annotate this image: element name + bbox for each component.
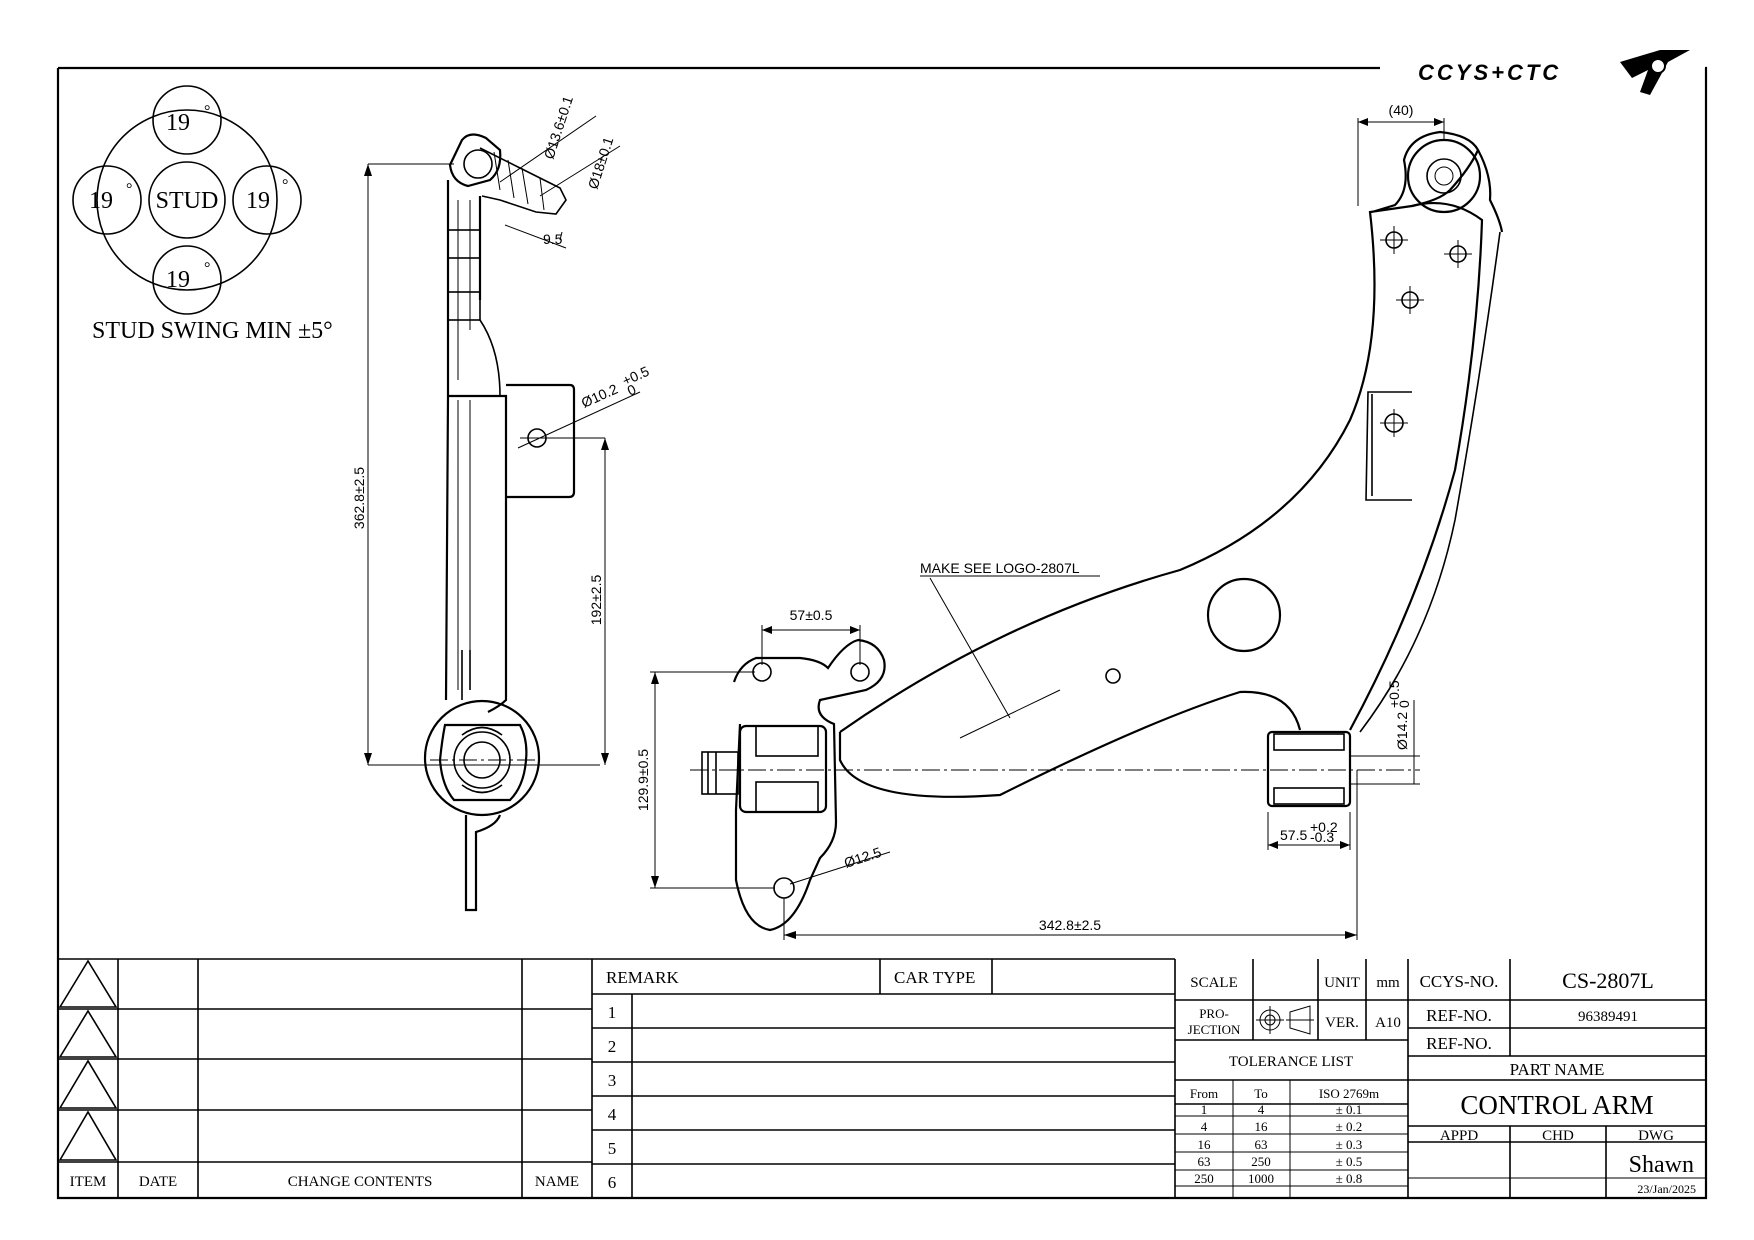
side-view <box>423 133 576 912</box>
stud-angle-bottom: 19 <box>166 267 190 293</box>
rev-header-name: NAME <box>535 1174 579 1190</box>
stud-angle-right: 19 <box>246 188 270 214</box>
dim-ball-stud-dia-1: Ø13.6±0.1 <box>541 94 576 161</box>
unit-value: mm <box>1376 975 1400 991</box>
sheet-border <box>56 66 1708 1200</box>
revision-triangle-icon <box>58 959 118 1161</box>
dim-rear-bush-dia: Ø14.2 <box>1394 712 1410 750</box>
dim-rear-bush-length: 57.5 <box>1280 827 1307 843</box>
dim-hole-dia-side: Ø10.2 <box>579 381 621 411</box>
tolerance-row-2-iso: ± 0.2 <box>1336 1119 1363 1134</box>
ref-no-value-1: 96389491 <box>1578 1009 1638 1025</box>
third-angle-projection-icon <box>1256 1005 1314 1035</box>
appd-label: APPD <box>1440 1128 1479 1144</box>
ver-value: A10 <box>1375 1015 1401 1031</box>
tolerance-row-4-to: 250 <box>1251 1154 1271 1169</box>
tolerance-header-from: From <box>1190 1086 1218 1101</box>
title-block: CCYS-NO. CS-2807L REF-NO. 96389491 REF-N… <box>1408 959 1706 1198</box>
projection-label-line2: JECTION <box>1188 1022 1241 1037</box>
rev-header-item: ITEM <box>70 1174 107 1190</box>
stud-swing-caption: STUD SWING MIN ±5° <box>92 318 333 344</box>
ccys-no-value: CS-2807L <box>1562 968 1654 993</box>
tolerance-title: TOLERANCE LIST <box>1229 1054 1353 1070</box>
drawn-by: Shawn <box>1629 1152 1694 1178</box>
stud-center-label: STUD <box>156 188 219 214</box>
tolerance-row-1-to: 4 <box>1258 1102 1265 1117</box>
remark-row-5: 5 <box>608 1139 617 1158</box>
degree-mark-left: ° <box>126 181 132 198</box>
unit-label: UNIT <box>1324 975 1360 991</box>
remark-row-2: 2 <box>608 1037 617 1056</box>
projection-label-line1: PRO- <box>1199 1006 1229 1021</box>
tolerance-row-5-from: 250 <box>1194 1171 1214 1186</box>
ref-no-label-2: REF-NO. <box>1426 1034 1492 1053</box>
tolerance-header-to: To <box>1254 1086 1268 1101</box>
dim-rear-bush-tol-upper: +0.2 <box>1310 819 1338 835</box>
remark-row-1: 1 <box>608 1003 617 1022</box>
tolerance-row-1-from: 1 <box>1201 1102 1208 1117</box>
stud-angle-left: 19 <box>89 188 113 214</box>
dim-rear-bush-dia-tol-lower: 0 <box>1396 700 1412 708</box>
revision-table: ITEM DATE CHANGE CONTENTS NAME <box>58 958 593 1198</box>
remark-label: REMARK <box>606 968 679 987</box>
ver-label: VER. <box>1325 1015 1359 1031</box>
degree-mark-top: ° <box>204 103 210 120</box>
tolerance-row-5-iso: ± 0.8 <box>1336 1171 1363 1186</box>
logo-text: CCYS+CTC <box>1418 60 1561 85</box>
tolerance-row-3-from: 16 <box>1198 1137 1212 1152</box>
tolerance-row-2-to: 16 <box>1255 1119 1269 1134</box>
part-name-label: PART NAME <box>1510 1060 1605 1079</box>
dim-rear-bush-tol-lower: -0.3 <box>1310 829 1334 845</box>
tolerance-row-2-from: 4 <box>1201 1119 1208 1134</box>
dim-bracket-width: 57±0.5 <box>790 607 833 623</box>
tolerance-header-iso: ISO 2769m <box>1319 1086 1379 1101</box>
dim-ref-40: (40) <box>1389 102 1414 118</box>
dim-bracket-hole: Ø12.5 <box>842 844 883 871</box>
car-type-label: CAR TYPE <box>894 968 975 987</box>
ccys-no-label: CCYS-NO. <box>1420 972 1499 991</box>
dim-bracket-height: 129.9±0.5 <box>635 749 651 811</box>
tolerance-row-4-iso: ± 0.5 <box>1336 1154 1363 1169</box>
stud-swing-diagram: STUD 19 19 19 19 ° ° ° ° STUD SWING MIN … <box>72 85 333 344</box>
tolerance-row-1-iso: ± 0.1 <box>1336 1102 1363 1117</box>
note-logo: MAKE SEE LOGO-2807L <box>920 560 1080 576</box>
plan-view: MAKE SEE LOGO-2807L <box>690 130 1504 932</box>
remark-row-4: 4 <box>608 1105 617 1124</box>
dwg-label: DWG <box>1638 1128 1674 1144</box>
company-logo: CCYS+CTC <box>1418 50 1690 95</box>
dim-stud-length: 9.5 <box>543 231 563 247</box>
side-view-dimensions: 362.8±2.5 192±2.5 Ø13.6±0.1 Ø18±0.1 9.5 … <box>351 94 652 766</box>
ref-no-label-1: REF-NO. <box>1426 1006 1492 1025</box>
dim-overall-length: 342.8±2.5 <box>1039 917 1101 933</box>
dim-rear-bush-dia-tol-upper: +0.5 <box>1386 680 1402 708</box>
tolerance-row-4-from: 63 <box>1198 1154 1211 1169</box>
remark-table: REMARK CAR TYPE 1 2 3 4 5 6 <box>592 958 1175 1198</box>
remark-row-6: 6 <box>608 1173 617 1192</box>
drawing-date: 23/Jan/2025 <box>1637 1182 1696 1196</box>
tolerance-row-3-to: 63 <box>1255 1137 1268 1152</box>
scale-label: SCALE <box>1190 975 1238 991</box>
tolerance-row-5-to: 1000 <box>1248 1171 1274 1186</box>
dim-lower-height: 192±2.5 <box>588 575 604 626</box>
part-name-value: CONTROL ARM <box>1460 1090 1653 1120</box>
remark-row-3: 3 <box>608 1071 617 1090</box>
degree-mark-bottom: ° <box>204 260 210 277</box>
rev-header-date: DATE <box>139 1174 177 1190</box>
scale-tolerance-block: SCALE UNIT mm PRO- JECTION VER. A10 TOLE… <box>1174 959 1409 1199</box>
tolerance-row-3-iso: ± 0.3 <box>1336 1137 1363 1152</box>
rev-header-contents: CHANGE CONTENTS <box>288 1174 433 1190</box>
dim-overall-height: 362.8±2.5 <box>351 467 367 529</box>
chd-label: CHD <box>1542 1128 1574 1144</box>
dim-ball-stud-dia-2: Ø18±0.1 <box>585 135 617 191</box>
stud-angle-top: 19 <box>166 110 190 136</box>
plan-view-dimensions: 57±0.5 129.9±0.5 Ø12.5 342.8±2.5 57.5 +0… <box>635 102 1445 940</box>
degree-mark-right: ° <box>282 177 288 194</box>
